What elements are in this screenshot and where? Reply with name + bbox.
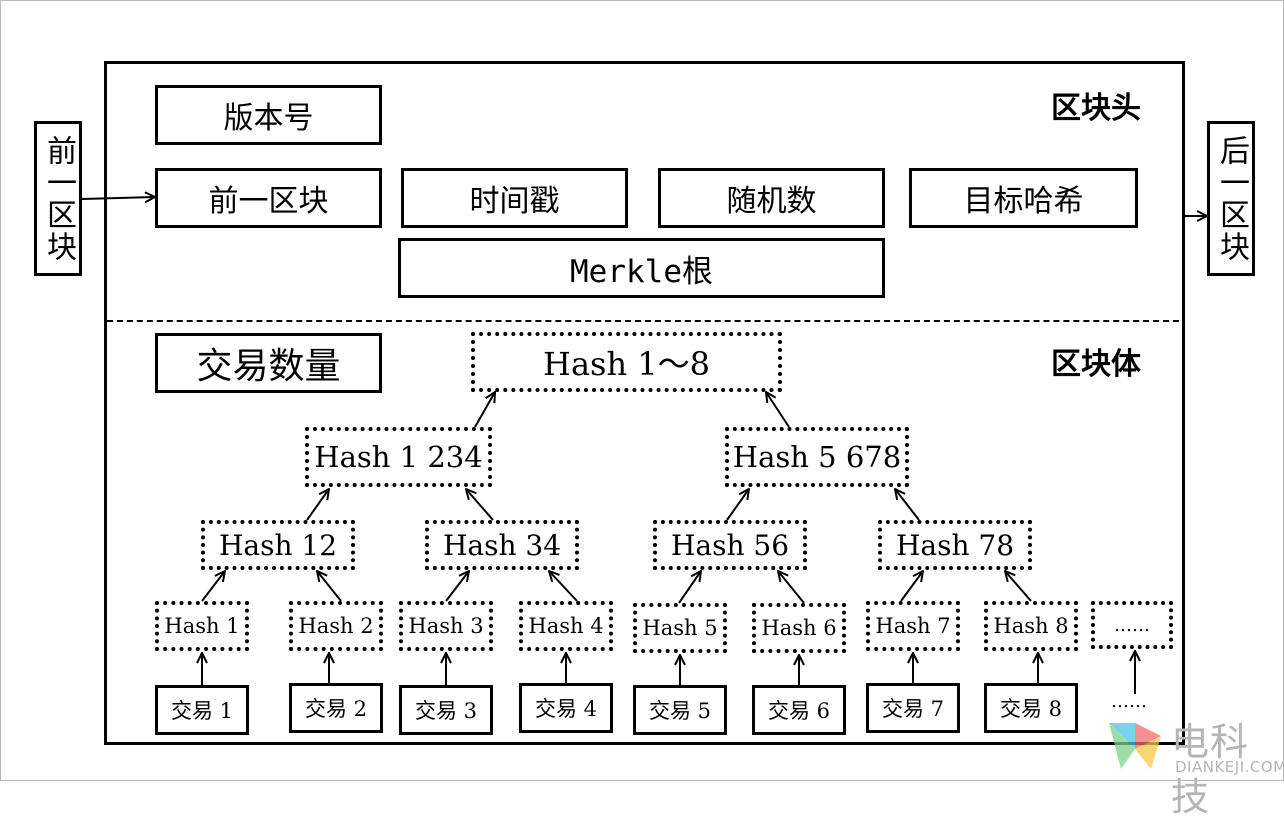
arrow-56-5678: [726, 489, 749, 521]
leaf-hash-more: ……: [1091, 601, 1173, 649]
prev-hash-field: 前一区块: [155, 168, 382, 228]
next-block-label: 后一区块: [1214, 134, 1249, 263]
leaf-hash-5: Hash 5: [633, 603, 727, 653]
leaf-hash-3: Hash 3: [399, 601, 493, 651]
arrow-5678-root: [766, 392, 790, 428]
prev-block-box: 前一区块: [34, 121, 82, 276]
arrow-h7-78: [900, 571, 923, 602]
timestamp-field: 时间戳: [401, 168, 628, 228]
hash-1234: Hash 1 234: [305, 427, 492, 487]
transaction-4: 交易 4: [519, 683, 613, 733]
leaf-hash-8: Hash 8: [984, 601, 1078, 651]
leaf-hash-7: Hash 7: [866, 601, 960, 651]
arrow-34-1234: [466, 489, 494, 521]
transaction-6: 交易 6: [752, 685, 846, 735]
arrow-12-1234: [306, 489, 329, 521]
transaction-7: 交易 7: [866, 683, 960, 733]
arrow-h2-12: [317, 571, 342, 602]
body-section-label: 区块体: [1051, 347, 1141, 382]
tx-count-field: 交易数量: [155, 333, 382, 393]
connector-arrows: [81, 1, 1284, 769]
arrow-h8-78: [1005, 571, 1032, 602]
leaf-hash-1: Hash 1: [155, 601, 249, 651]
arrow-h5-56: [678, 571, 701, 604]
watermark-logo-icon: [1109, 723, 1161, 769]
version-field: 版本号: [155, 85, 382, 145]
merkle-root-field: Merkle根: [398, 238, 885, 298]
arrow-78-5678: [895, 489, 920, 521]
hash-56: Hash 56: [653, 520, 807, 570]
leaf-hash-2: Hash 2: [289, 601, 383, 651]
prev-block-arrow: [81, 197, 155, 199]
watermark-domain: DIANKEJI.COM: [1175, 758, 1284, 776]
next-block-box: 后一区块: [1207, 121, 1255, 276]
transaction-more: ……: [1111, 691, 1147, 712]
transaction-2: 交易 2: [289, 683, 383, 733]
hash-5678: Hash 5 678: [725, 427, 909, 487]
nonce-field: 随机数: [658, 168, 885, 228]
leaf-hash-4: Hash 4: [519, 601, 613, 651]
arrow-1234-root: [474, 392, 495, 428]
transaction-1: 交易 1: [155, 685, 249, 735]
arrow-h6-56: [778, 571, 805, 604]
prev-block-label: 前一区块: [41, 134, 76, 263]
hash-78: Hash 78: [878, 520, 1032, 570]
leaf-hash-6: Hash 6: [752, 603, 846, 653]
arrow-h1-12: [201, 571, 225, 602]
arrow-h4-34: [549, 571, 578, 602]
header-section-label: 区块头: [1051, 91, 1141, 126]
transaction-5: 交易 5: [633, 685, 727, 735]
header-body-divider: [107, 320, 1179, 322]
block-frame: [104, 61, 1185, 745]
target-hash-field: 目标哈希: [909, 168, 1138, 228]
transaction-3: 交易 3: [399, 685, 493, 735]
merkle-root-hash: Hash 1～8: [471, 332, 782, 392]
arrow-h3-34: [445, 571, 469, 602]
hash-12: Hash 12: [201, 520, 355, 570]
hash-34: Hash 34: [425, 520, 579, 570]
transaction-8: 交易 8: [984, 683, 1078, 733]
